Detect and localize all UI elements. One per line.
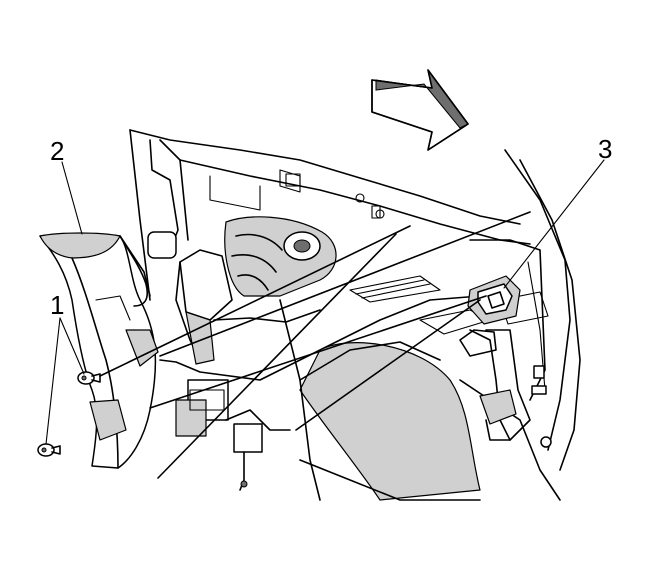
callout-1: 1 — [50, 290, 64, 320]
front-direction-arrow-icon — [371, 69, 469, 151]
dash-panel — [129, 129, 581, 471]
callout-3: 3 — [598, 134, 612, 164]
push-pin-fastener-icon — [37, 371, 101, 457]
callout-2: 2 — [50, 136, 64, 166]
duct-outlet-3 — [459, 275, 531, 441]
hvac-module — [159, 216, 561, 501]
leader-lines — [45, 159, 605, 445]
floor-duct-2 — [39, 232, 159, 469]
alignment-lines — [99, 211, 531, 479]
